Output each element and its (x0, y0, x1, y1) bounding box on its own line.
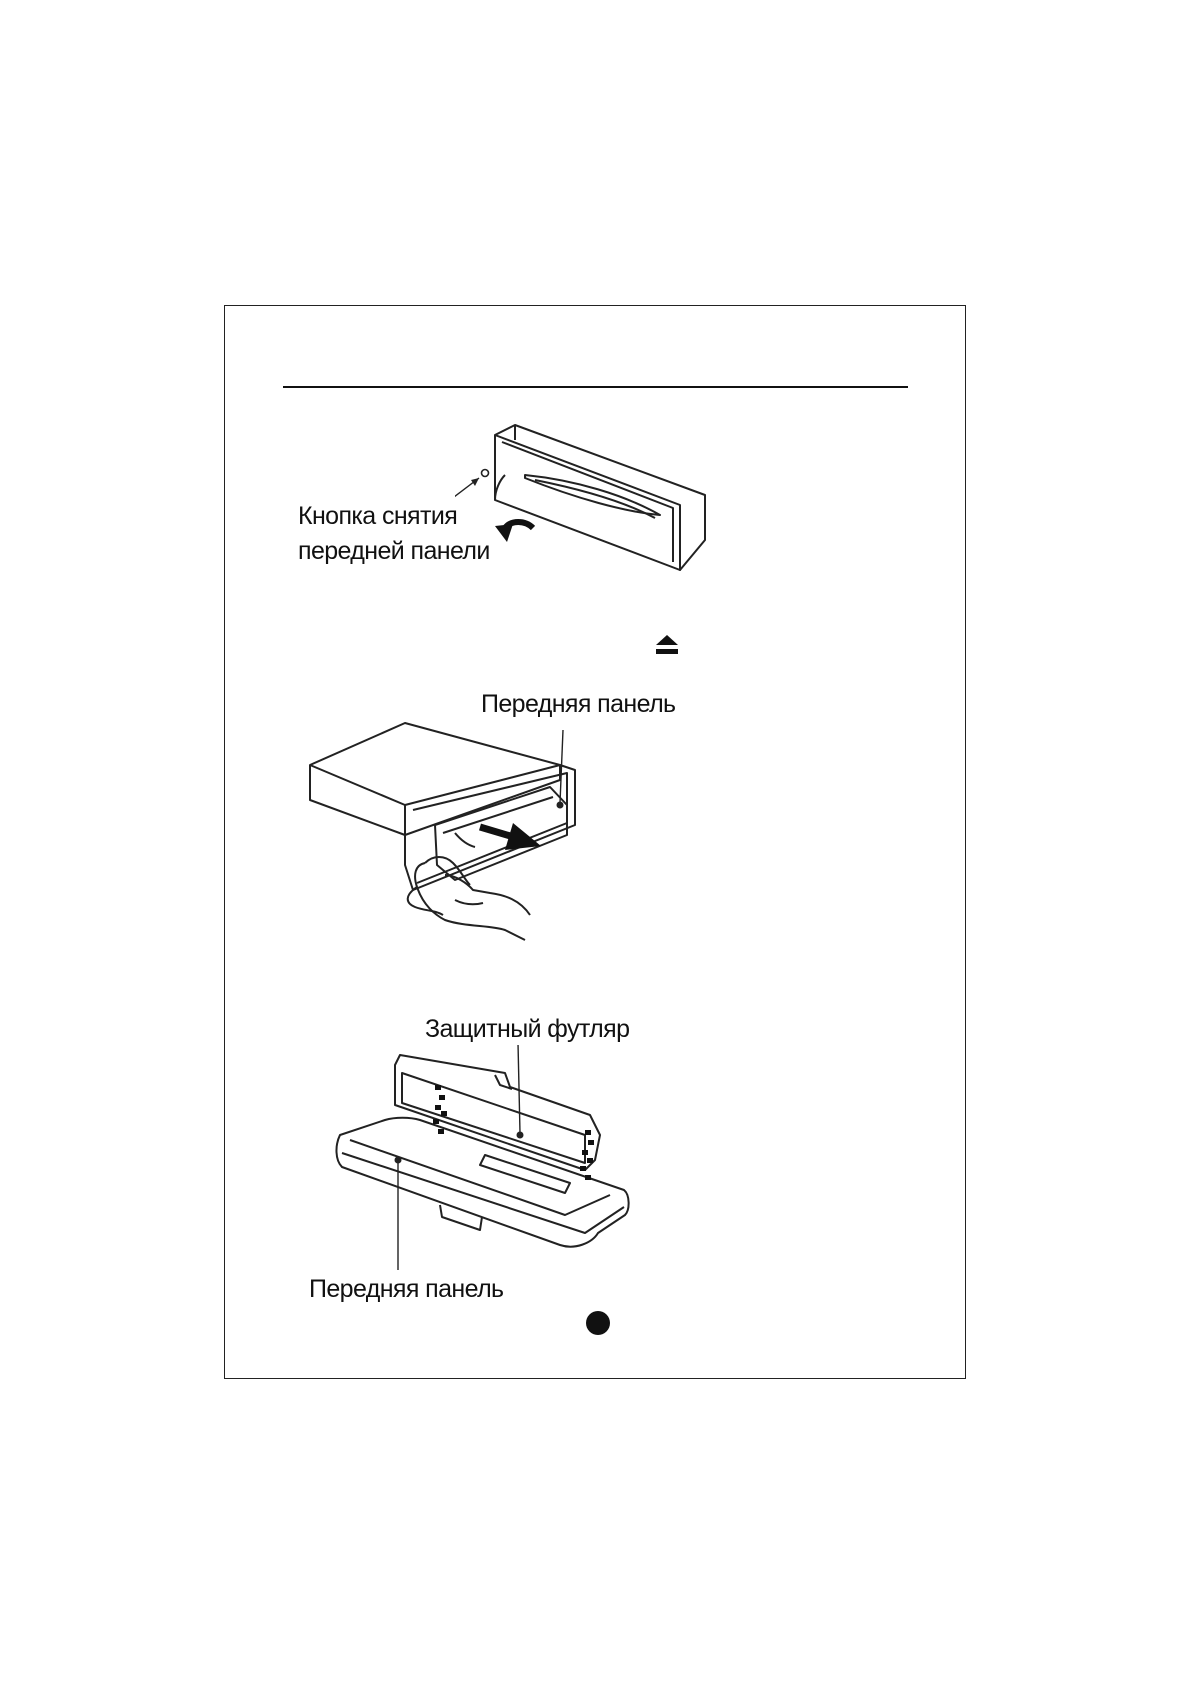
figure-protective-case (335, 1045, 630, 1270)
front-panel-label: Передняя панель (481, 690, 676, 718)
header-rule (283, 386, 908, 388)
page-frame (224, 305, 966, 1379)
case-label: Защитный футляр (425, 1015, 630, 1043)
release-button-label-line1: Кнопка снятия (298, 502, 458, 530)
release-button-label-line2: передней панели (298, 537, 490, 565)
figure-remove-front-panel (309, 722, 576, 941)
eject-icon (656, 635, 678, 654)
page-marker-dot (586, 1311, 610, 1335)
front-panel-label-case: Передняя панель (309, 1275, 504, 1303)
figure-release-button (455, 424, 706, 571)
